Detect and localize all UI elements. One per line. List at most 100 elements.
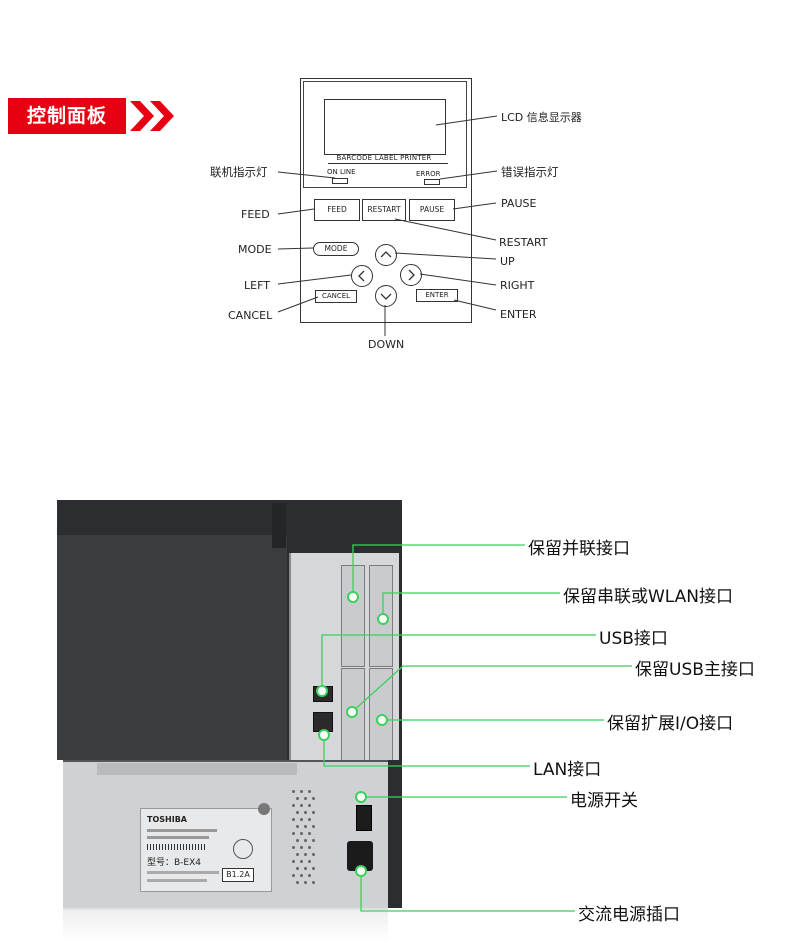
callout-usb-host: 保留USB主接口 xyxy=(635,660,755,680)
right-key[interactable] xyxy=(400,264,422,286)
vent-hole xyxy=(292,860,295,863)
vent-hole xyxy=(300,790,303,793)
vent-hole xyxy=(300,818,303,821)
callout-serial-wlan: 保留串联或WLAN接口 xyxy=(563,587,734,607)
callout-lan: LAN接口 xyxy=(533,760,602,780)
control-panel xyxy=(300,78,472,323)
vent-hole xyxy=(300,804,303,807)
chevron-down-icon xyxy=(380,293,392,300)
callout-pause: PAUSE xyxy=(501,197,537,210)
vent-hole xyxy=(308,874,311,877)
vent-hole xyxy=(308,790,311,793)
vent-hole xyxy=(296,853,299,856)
vent-hole xyxy=(312,867,315,870)
vent-hole xyxy=(312,811,315,814)
rating-label: TOSHIBA 型号：B-EX4 xyxy=(140,808,272,892)
callout-dot xyxy=(316,685,328,697)
online-lamp-label: ON LINE xyxy=(327,168,356,176)
callout-right: RIGHT xyxy=(500,279,535,292)
callout-up: UP xyxy=(500,255,515,268)
restart-key[interactable]: RESTART xyxy=(362,199,406,221)
vent-hole xyxy=(308,860,311,863)
down-key[interactable] xyxy=(375,285,397,307)
cancel-key[interactable]: CANCEL xyxy=(315,290,357,303)
callout-power-switch: 电源开关 xyxy=(570,791,638,811)
vent-hole xyxy=(300,874,303,877)
vent-hole xyxy=(296,839,299,842)
vent-hole xyxy=(292,790,295,793)
vent-hole xyxy=(292,804,295,807)
pause-key[interactable]: PAUSE xyxy=(409,199,455,221)
callout-dot xyxy=(347,591,359,603)
paper-exit-recess xyxy=(97,763,297,775)
cover-hinge xyxy=(272,503,286,548)
vent-hole xyxy=(312,797,315,800)
barcode xyxy=(147,844,205,850)
vent-hole xyxy=(304,867,307,870)
power-switch[interactable] xyxy=(356,805,372,831)
callout-parallel: 保留并联接口 xyxy=(528,539,630,559)
lcd-screen xyxy=(324,99,446,155)
vent-hole xyxy=(308,846,311,849)
vent-hole xyxy=(296,811,299,814)
vent-hole xyxy=(304,797,307,800)
vent-hole xyxy=(304,811,307,814)
vent-hole xyxy=(312,853,315,856)
vent-hole xyxy=(292,874,295,877)
vent-hole xyxy=(292,832,295,835)
vent-hole xyxy=(300,832,303,835)
vent-hole xyxy=(308,832,311,835)
chevron-right-icon xyxy=(408,269,415,281)
callout-left: LEFT xyxy=(244,279,270,292)
double-chevron-icon xyxy=(130,101,174,131)
callout-dot xyxy=(346,706,358,718)
vent-grille xyxy=(292,790,316,890)
vent-hole xyxy=(304,839,307,842)
callout-dot xyxy=(318,729,330,741)
panel-display-area xyxy=(303,81,467,188)
feed-key[interactable]: FEED xyxy=(314,199,360,221)
chevron-up-icon xyxy=(380,251,392,258)
vent-hole xyxy=(296,867,299,870)
vent-hole xyxy=(296,797,299,800)
enter-key[interactable]: ENTER xyxy=(416,289,458,302)
vent-hole xyxy=(304,825,307,828)
serial-slot xyxy=(369,565,393,667)
callout-cancel: CANCEL xyxy=(228,309,273,322)
vent-hole xyxy=(308,804,311,807)
error-lamp xyxy=(424,179,440,185)
callout-dot xyxy=(376,714,388,726)
callout-dot xyxy=(355,791,367,803)
callout-down: DOWN xyxy=(368,338,405,351)
up-key[interactable] xyxy=(375,244,397,266)
error-lamp-label: ERROR xyxy=(416,170,441,178)
callout-error: 错误指示灯 xyxy=(501,165,559,179)
vent-hole xyxy=(308,818,311,821)
vent-hole xyxy=(292,818,295,821)
callout-dot xyxy=(377,613,389,625)
mode-key[interactable]: MODE xyxy=(313,242,359,256)
label-line xyxy=(147,871,219,874)
label-model: 型号：B-EX4 xyxy=(147,858,202,868)
label-brand: TOSHIBA xyxy=(147,815,187,824)
online-lamp xyxy=(332,178,348,184)
callout-mode: MODE xyxy=(238,243,272,256)
vent-hole xyxy=(292,846,295,849)
vent-hole xyxy=(304,853,307,856)
cert-icon xyxy=(233,839,253,859)
callout-lcd: LCD 信息显示器 xyxy=(501,111,582,124)
left-key[interactable] xyxy=(351,265,373,287)
vent-hole xyxy=(300,846,303,849)
vent-hole xyxy=(296,825,299,828)
callout-ac-socket: 交流电源插口 xyxy=(578,905,680,925)
callout-feed: FEED xyxy=(241,208,270,221)
vent-hole xyxy=(296,881,299,884)
label-line xyxy=(147,836,209,839)
label-line xyxy=(147,879,207,882)
io-slot xyxy=(369,668,393,765)
callout-restart: RESTART xyxy=(499,236,548,249)
chevron-left-icon xyxy=(358,270,365,282)
printer-side-panel xyxy=(57,535,287,760)
